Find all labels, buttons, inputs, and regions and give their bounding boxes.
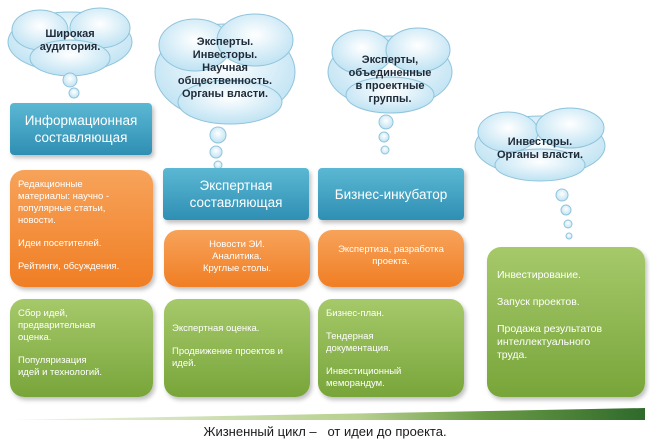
cloud-wide-audience [7, 7, 133, 99]
info-orange-text-1: Редакционные материалы: научно - популяр… [18, 179, 110, 226]
incubator-orange-box: Экспертиза, разработка проекта. [318, 230, 464, 287]
incubator-orange-text-1: Экспертиза, разработка проекта. [338, 244, 444, 267]
expert-orange-box: Новости ЭИ. Аналитика. Круглые столы. [164, 230, 310, 287]
cloud-investors-authorities [474, 107, 606, 240]
investment-text-3: Продажа результатов интеллектуального тр… [497, 323, 603, 361]
cloud-investors-authorities-text: Инвесторы. Органы власти. [496, 136, 584, 161]
incubator-green-text-2: Тендерная документация. [326, 331, 391, 354]
expert-orange-text-1: Новости ЭИ. Аналитика. Круглые столы. [202, 239, 272, 274]
incubator-green-text-3: Инвестиционный меморандум. [326, 366, 402, 389]
cloud-experts-groups-text: Эксперты, объединенные в проектные групп… [348, 54, 432, 105]
investment-green-box: Инвестирование. Запуск проектов. Продажа… [487, 247, 645, 397]
cloud-experts-investors-text: Эксперты. Инвесторы. Научная общественно… [177, 36, 273, 100]
investment-text-2: Запуск проектов. [497, 296, 580, 308]
cloud-experts-groups [327, 27, 453, 155]
lifecycle-bar [10, 408, 645, 420]
info-component-header: Информационная составляющая [10, 103, 152, 155]
info-orange-text-2: Идеи посетителей. [18, 238, 102, 249]
incubator-green-box: Бизнес-план. Тендерная документация. Инв… [318, 299, 464, 397]
expert-green-text-1: Экспертная оценка. [172, 323, 260, 334]
cloud-wide-audience-text: Широкая аудитория. [39, 28, 101, 53]
incubator-green-text-1: Бизнес-план. [326, 308, 385, 319]
lifecycle-caption: Жизненный цикл – от идеи до проекта. [203, 424, 447, 439]
expert-green-text-2: Продвижение проектов и идей. [172, 346, 283, 369]
info-green-text-2: Популяризация идей и технологий. [18, 355, 103, 378]
cloud-experts-investors [154, 13, 296, 170]
investment-text-1: Инвестирование. [497, 269, 581, 281]
business-incubator-title: Бизнес-инкубатор [334, 186, 448, 202]
business-incubator-header: Бизнес-инкубатор [318, 168, 464, 220]
expert-green-box: Экспертная оценка. Продвижение проектов … [164, 299, 310, 397]
info-green-box: Сбор идей, предварительная оценка. Попул… [10, 299, 153, 397]
expert-component-title: Экспертная составляющая [189, 178, 283, 210]
info-orange-box: Редакционные материалы: научно - популяр… [10, 170, 153, 287]
expert-component-header: Экспертная составляющая [163, 168, 309, 220]
info-component-title: Информационная составляющая [24, 113, 138, 145]
info-green-text-1: Сбор идей, предварительная оценка. [18, 308, 96, 343]
info-orange-text-3: Рейтинги, обсуждения. [18, 261, 120, 272]
